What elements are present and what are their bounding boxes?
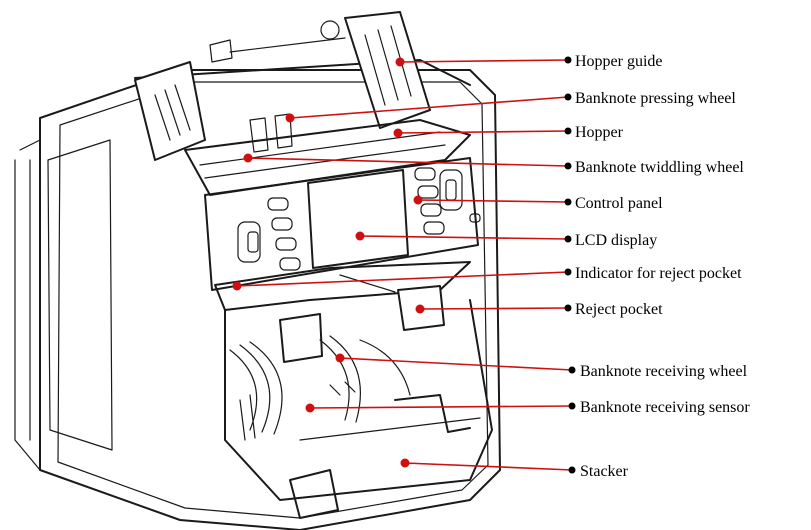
bullet-hopper: [564, 127, 572, 135]
leader-line-hopper-guide: [399, 59, 569, 63]
leader-line-hopper: [397, 130, 569, 134]
label-stacker: Stacker: [580, 463, 629, 480]
callout-leader-lines: [236, 59, 573, 471]
leader-line-banknote-twiddling-wheel: [247, 157, 569, 167]
leader-line-reject-pocket: [419, 307, 569, 310]
label-banknote-receiving-wheel: Banknote receiving wheel: [580, 363, 748, 380]
label-banknote-twiddling-wheel: Banknote twiddling wheel: [575, 159, 744, 176]
label-hopper: Hopper: [575, 124, 624, 141]
leader-line-indicator-for-reject-pocket: [236, 271, 569, 287]
leader-line-banknote-receiving-wheel: [339, 357, 573, 371]
leader-line-control-panel: [417, 199, 569, 203]
machine-illustration: [14, 11, 501, 530]
leader-line-stacker: [404, 462, 573, 471]
bullet-lcd-display: [564, 235, 572, 243]
bullet-banknote-twiddling-wheel: [564, 162, 572, 170]
bullet-reject-pocket: [564, 304, 572, 312]
label-control-panel: Control panel: [575, 195, 663, 212]
bullet-banknote-receiving-wheel: [568, 366, 576, 374]
label-hopper-guide: Hopper guide: [575, 53, 663, 70]
label-banknote-pressing-wheel: Banknote pressing wheel: [575, 90, 736, 107]
label-indicator-for-reject-pocket: Indicator for reject pocket: [575, 265, 742, 282]
bullet-banknote-pressing-wheel: [564, 93, 572, 101]
label-reject-pocket: Reject pocket: [575, 301, 663, 318]
bullet-control-panel: [564, 198, 572, 206]
callout-labels: Hopper guide Banknote pressing wheel Hop…: [575, 53, 750, 480]
bullet-banknote-receiving-sensor: [568, 402, 576, 410]
leader-line-banknote-pressing-wheel: [289, 96, 569, 119]
callout-bullets: [564, 56, 576, 474]
bullet-indicator-for-reject-pocket: [564, 268, 572, 276]
label-lcd-display: LCD display: [575, 232, 657, 249]
bullet-stacker: [568, 466, 576, 474]
leader-line-lcd-display: [359, 235, 569, 240]
leader-line-banknote-receiving-sensor: [309, 405, 573, 409]
bullet-hopper-guide: [564, 56, 572, 64]
label-banknote-receiving-sensor: Banknote receiving sensor: [580, 399, 750, 416]
